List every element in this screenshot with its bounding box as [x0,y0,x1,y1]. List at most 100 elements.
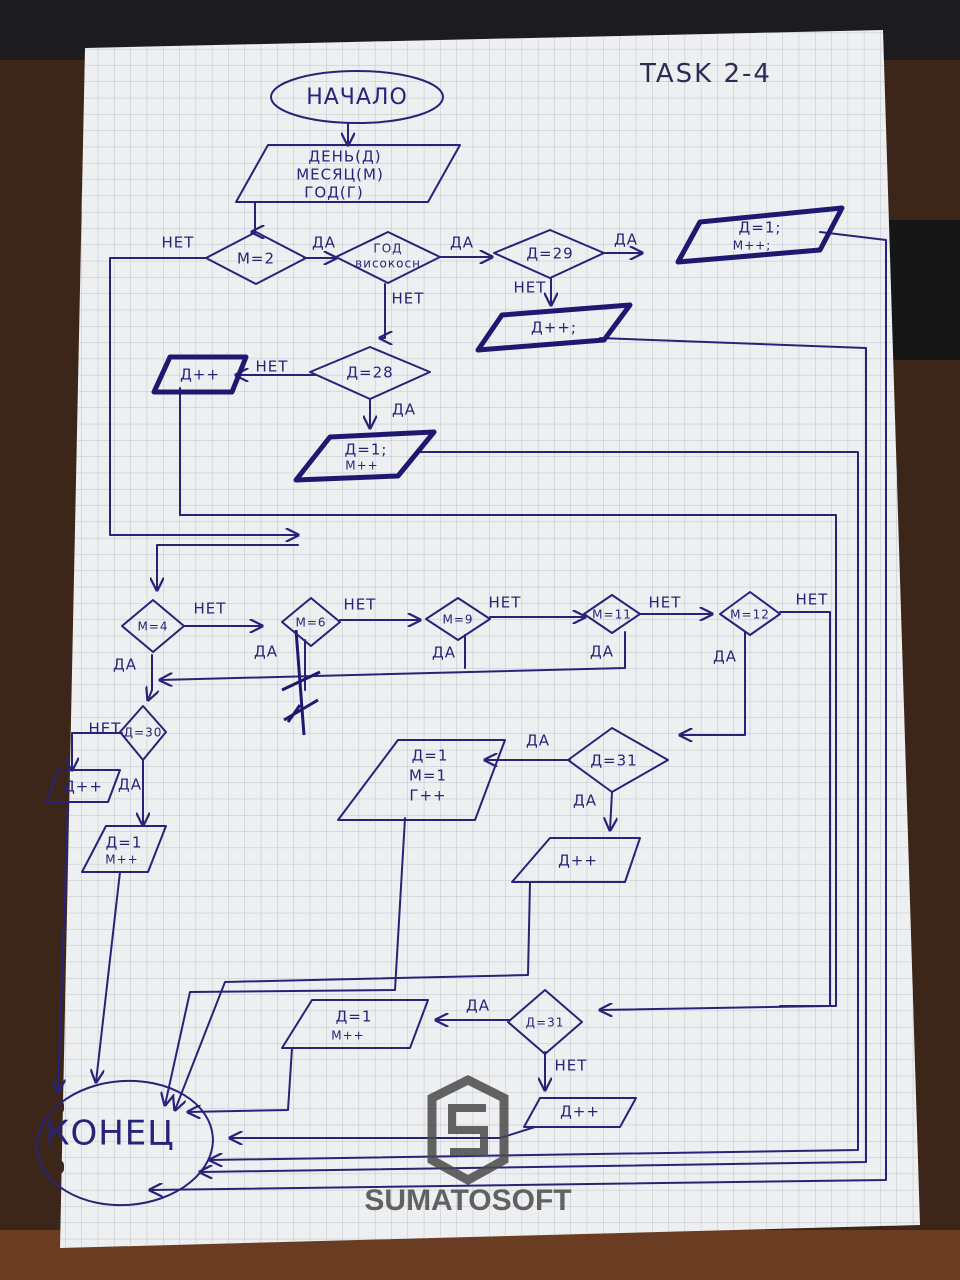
node-m6-label: М=6 [295,616,326,630]
node-dinc_b-shape [151,354,249,395]
edge-label: ДА [312,234,336,252]
edge-label: НЕТ [555,1057,588,1075]
node-m6-shape [281,597,341,647]
edge-label: НЕТ [514,279,547,297]
node-d31b-label: Д=31 [526,1016,565,1030]
node-d31a-shape [567,727,669,793]
node-d1m_a-line-1: Д=1; [739,219,782,237]
edge-label: ДА [573,792,597,810]
edge-label: НЕТ [256,358,289,376]
edge-label: НЕТ [162,234,195,252]
node-input-line-3: ГОД(Г) [304,184,364,202]
node-end-label: КОНЕЦ [45,1114,174,1154]
node-dinc_c-shape [45,769,121,803]
arrow-m2-no [109,257,298,535]
edge-label: ДА [614,231,638,249]
node-reset-line-2: М=1 [409,767,447,785]
edge-label: ДА [432,644,456,662]
node-labels: НАЧАЛО ДЕНЬ(Д) МЕСЯЦ(М) ГОД(Г) М=2 ГОД в… [45,85,782,1154]
arrow-m12-yes [680,631,746,735]
node-dinc_a-shape [475,302,633,353]
edge-label: ДА [450,234,474,252]
node-input-line-2: МЕСЯЦ(М) [296,166,384,184]
edge-label: ДА [113,656,137,674]
wire-dinc-c-end [58,801,69,1092]
edge-label: НЕТ [649,594,682,612]
node-dinc_c-label: Д++ [63,778,103,796]
edge-label: ДА [118,776,142,794]
edge-label: НЕТ [489,594,522,612]
node-d1m_d-line-2: М++ [331,1029,364,1043]
node-leap-line-2: високосн [355,257,421,271]
node-dinc_d-label: Д++ [558,852,598,870]
logo-wordmark: SUMATOSOFT [364,1184,571,1217]
node-m12-label: М=12 [730,608,770,622]
edge-label: ДА [254,643,278,661]
node-input-line-1: ДЕНЬ(Д) [308,148,381,166]
node-d1m_d-line-1: Д=1 [336,1008,373,1026]
node-d1m_b-shape [293,429,437,483]
node-d1m_a-shape [675,205,845,265]
node-d1m_b-line-2: М++ [345,459,378,473]
node-d31b-shape [507,989,583,1055]
wire-d1m-b [210,451,859,1160]
wire-d1m-a [150,231,887,1190]
node-d28-shape [309,346,431,400]
edge-labels: НЕТ ДА ДА ДА НЕТ НЕТ НЕТ ДА НЕТ НЕТ НЕТ … [89,231,829,1075]
spiral-holes [40,86,82,1174]
edge-label: НЕТ [392,290,425,308]
edge-label: ДА [590,643,614,661]
node-reset-line-1: Д=1 [412,747,449,765]
node-end-shape [36,1079,214,1207]
wire-d1m-d-end [188,1047,293,1112]
node-d30-shape [119,705,167,761]
edge-label: ДА [466,997,490,1015]
node-dinc_d-shape [511,837,641,883]
arrow-leap-d28 [380,283,385,338]
edge-label: НЕТ [89,720,122,738]
wire-m11-yes [469,631,626,673]
node-m4-shape [121,599,185,653]
edge-label: ДА [526,732,550,750]
task-title: TASK 2-4 [639,59,772,89]
node-dinc_a-label: Д++; [531,319,577,337]
node-d31a-label: Д=31 [590,752,637,770]
node-d1m_c-line-1: Д=1 [106,834,143,852]
node-m2-label: М=2 [237,250,275,268]
shapes [36,70,845,1207]
arrow-m4-d30 [148,654,152,700]
arrow-m12-no [600,611,831,1010]
node-dinc_b-label: Д++ [180,366,220,384]
edge-label: ДА [392,401,416,419]
dark-object-right [880,220,960,360]
node-m11-label: М=11 [592,608,632,622]
node-d29-shape [493,229,605,279]
wire-dinc-a [200,337,867,1172]
node-d28-label: Д=28 [346,364,393,382]
node-leap-shape [335,231,441,284]
wire-reset-end [165,817,406,1105]
node-leap-line-1: ГОД [373,242,402,256]
connectors [58,122,887,1190]
edge-label: НЕТ [344,596,377,614]
node-start-shape [270,70,444,124]
arrow-d31a-no [610,791,612,830]
wire-d1m-c-end [96,871,121,1082]
wire-dinc-d-end [175,881,531,1110]
paper-grid [60,30,920,1248]
node-reset-line-3: Г++ [409,787,446,805]
node-dinc_e-shape [523,1097,637,1128]
arrow-to-m4 [157,544,299,590]
node-d29-label: Д=29 [526,245,573,263]
node-start-label: НАЧАЛО [306,85,408,110]
logo-hexagon-icon [427,1074,509,1186]
node-input-shape [235,144,461,203]
node-d1m_c-shape [81,825,167,873]
node-dinc_e-label: Д++ [560,1103,600,1121]
node-m4-label: М=4 [137,620,168,634]
node-d30-label: Д=30 [124,726,163,740]
node-m9-label: М=9 [442,613,473,627]
node-d1m_c-line-2: М++ [105,853,138,867]
edge-label: НЕТ [796,591,829,609]
